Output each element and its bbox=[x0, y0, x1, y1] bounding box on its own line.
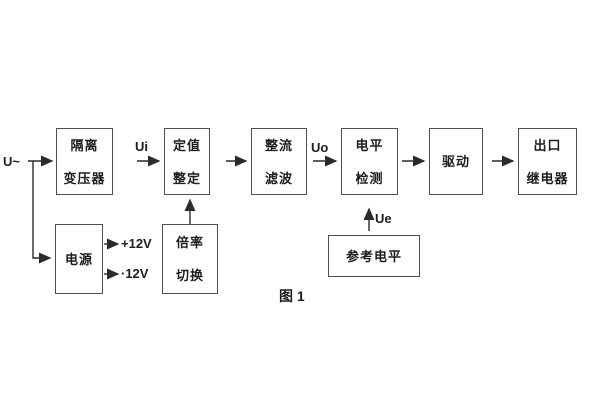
box-reference-level: 参考电平 bbox=[328, 235, 420, 277]
box-drive: 驱动 bbox=[429, 128, 483, 195]
box-setting-adjust: 定值 整定 bbox=[164, 128, 210, 195]
box-isolation-transformer-line2: 变压器 bbox=[63, 170, 106, 186]
box-rectify-filter-line2: 滤波 bbox=[264, 170, 293, 186]
figure-caption: 图 1 bbox=[279, 288, 305, 304]
box-rectify-filter: 整流 滤波 bbox=[251, 128, 307, 195]
box-output-relay-line1: 出口 bbox=[533, 137, 562, 153]
box-isolation-transformer: 隔离 变压器 bbox=[56, 128, 113, 195]
box-reference-level-label: 参考电平 bbox=[345, 248, 402, 264]
box-power-supply: 电源 bbox=[55, 224, 103, 294]
ui-label: Ui bbox=[135, 139, 148, 154]
box-setting-adjust-line1: 定值 bbox=[172, 137, 201, 153]
uo-label: Uo bbox=[311, 140, 329, 155]
box-level-detect-line1: 电平 bbox=[355, 137, 384, 153]
box-level-detect: 电平 检测 bbox=[341, 128, 398, 195]
plus-12v-label: +12V bbox=[121, 236, 152, 251]
input-voltage-label: U~ bbox=[3, 154, 20, 169]
box-power-supply-label: 电源 bbox=[64, 251, 93, 267]
minus-12v-label: ·12V bbox=[121, 266, 149, 281]
box-ratio-switch-line1: 倍率 bbox=[175, 235, 204, 250]
ue-label: Ue bbox=[375, 211, 392, 226]
box-setting-adjust-line2: 整定 bbox=[172, 170, 201, 186]
box-drive-label: 驱动 bbox=[441, 154, 470, 169]
arrow-input-branch-to-power bbox=[32, 161, 52, 264]
box-output-relay: 出口 继电器 bbox=[518, 128, 577, 195]
box-ratio-switch: 倍率 切换 bbox=[162, 224, 218, 294]
box-rectify-filter-line1: 整流 bbox=[264, 137, 293, 153]
box-level-detect-line2: 检测 bbox=[355, 170, 384, 186]
box-isolation-transformer-line1: 隔离 bbox=[70, 137, 99, 153]
box-output-relay-line2: 继电器 bbox=[526, 170, 569, 186]
box-ratio-switch-line2: 切换 bbox=[175, 268, 204, 283]
